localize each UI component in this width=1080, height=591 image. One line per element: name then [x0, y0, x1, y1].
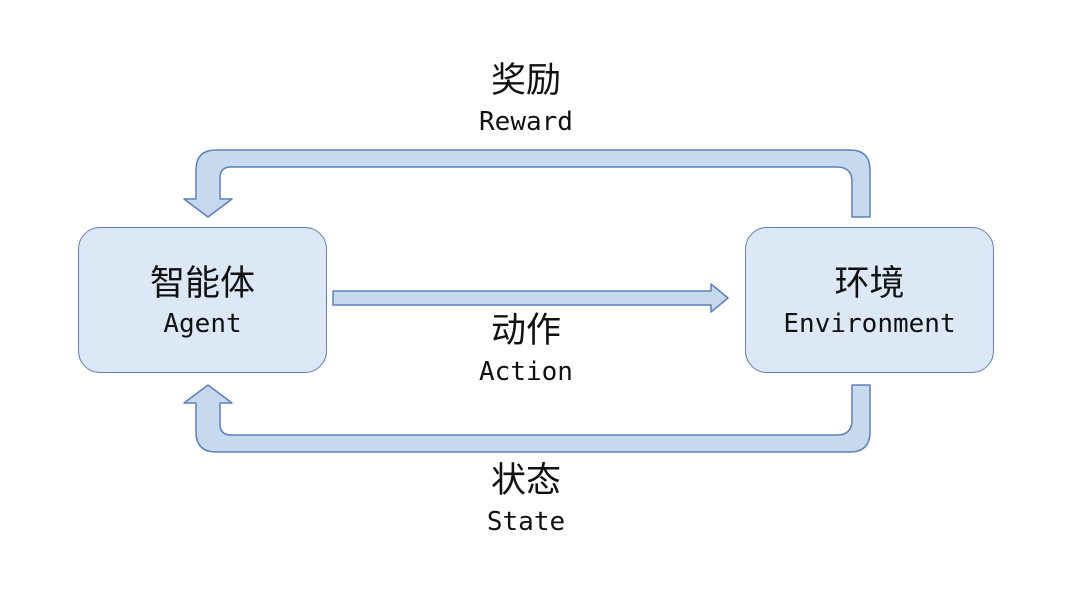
- state-label-zh: 状态: [490, 461, 561, 501]
- reward-label-zh: 奖励: [490, 61, 561, 101]
- reward-label-en: Reward: [479, 107, 573, 137]
- state-arrow: [183, 384, 871, 453]
- action-label-en: Action: [479, 357, 573, 387]
- state-label-en: State: [486, 507, 566, 537]
- environment-title-zh: 环境: [834, 264, 905, 304]
- action-label-zh: 动作: [490, 311, 561, 351]
- agent-title-zh: 智能体: [149, 264, 255, 304]
- reward-arrow: [183, 149, 871, 218]
- state-label: 状态 State: [426, 460, 626, 538]
- agent-node: 智能体 Agent: [78, 227, 327, 373]
- action-arrow: [332, 283, 729, 313]
- environment-node: 环境 Environment: [745, 227, 994, 373]
- environment-title-en: Environment: [783, 309, 956, 339]
- reward-label: 奖励 Reward: [426, 60, 626, 138]
- agent-title-en: Agent: [163, 309, 242, 339]
- action-label: 动作 Action: [426, 310, 626, 388]
